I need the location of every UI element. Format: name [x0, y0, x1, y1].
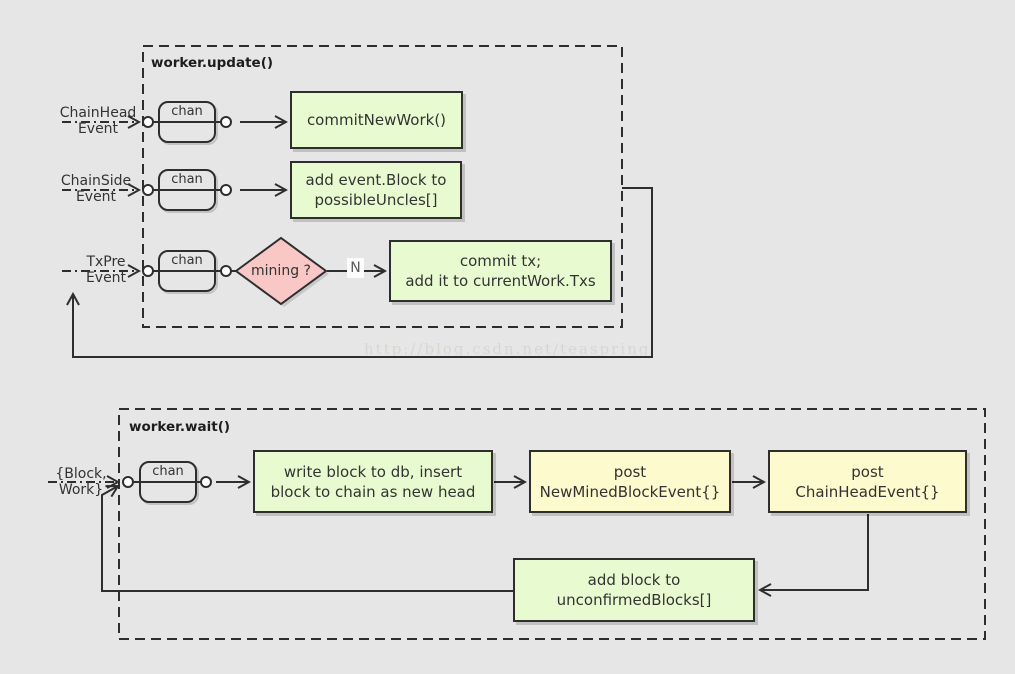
input-label-chainhead-event: ChainHead Event [59, 105, 137, 137]
chan-widget-wait [122, 461, 212, 505]
update-frame-border [142, 45, 623, 328]
decision-diamond-mining [234, 236, 329, 307]
chan-widget-chainside [142, 169, 232, 213]
chan-widget-chainhead [142, 101, 232, 145]
watermark-text: http://blog.csdn.net/teaspring [364, 340, 651, 358]
input-label-block-work: {Block, Work} [55, 466, 107, 498]
wait-frame-border [118, 408, 986, 640]
chan-label-chainside: chan [171, 172, 203, 187]
chan-label-txpre: chan [171, 253, 203, 268]
wait-frame-title: worker.wait() [129, 419, 231, 435]
branch-label-n: N [347, 258, 364, 278]
action-box-possibleuncles: add event.Block to possibleUncles[] [290, 161, 462, 219]
update-frame-title: worker.update() [151, 55, 274, 71]
action-box-writeblock: write block to db, insert block to chain… [253, 450, 493, 513]
chan-label-chainhead: chan [171, 104, 203, 119]
input-label-txpre-event: TxPre Event [85, 254, 127, 286]
action-box-post-newminedblockevent: post NewMinedBlockEvent{} [529, 450, 731, 513]
chan-widget-txpre [142, 250, 237, 294]
chan-label-wait: chan [152, 464, 184, 479]
decision-label-mining: mining ? [251, 263, 311, 279]
feedback-loop-wait [101, 486, 513, 592]
input-label-chainside-event: ChainSide Event [60, 173, 132, 205]
action-box-unconfirmedblocks: add block to unconfirmedBlocks[] [513, 558, 755, 622]
action-box-committx: commit tx; add it to currentWork.Txs [389, 240, 612, 302]
feedback-loop-update [73, 187, 653, 358]
arrow-chainhead-to-unconfirmed [760, 514, 869, 590]
action-box-commitnewwork: commitNewWork() [290, 91, 463, 149]
action-box-post-chainheadevent: post ChainHeadEvent{} [768, 450, 967, 513]
